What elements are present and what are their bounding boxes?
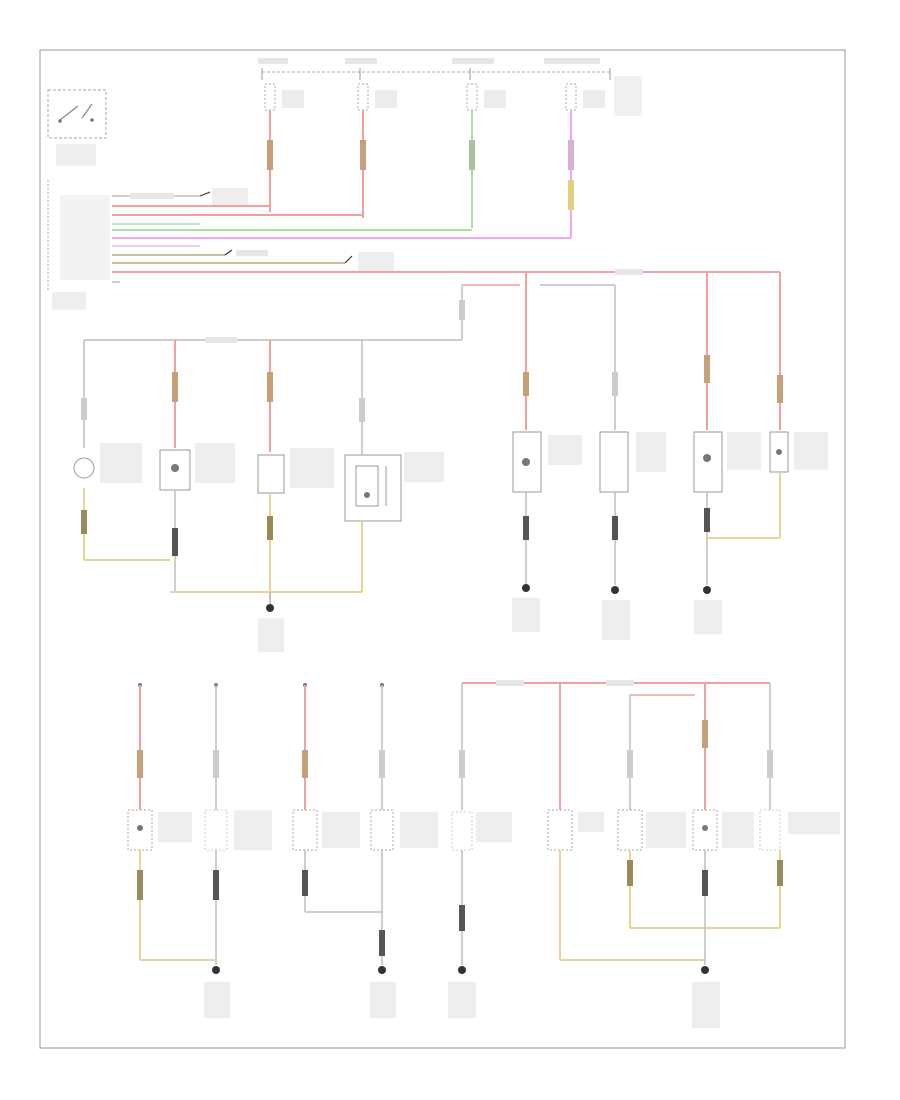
connector-pin-labels — [60, 195, 110, 280]
switch-icon — [59, 103, 93, 121]
lamp-10 — [204, 683, 272, 1018]
arrow-icon — [344, 255, 353, 264]
ground-5 — [212, 966, 220, 974]
bus-label-4 — [544, 58, 600, 64]
bulb-icon — [73, 457, 95, 479]
lamp-box — [257, 454, 285, 494]
lamp-17 — [759, 683, 840, 928]
switch-box — [344, 454, 402, 522]
row1-components — [73, 340, 828, 652]
bulb-icon — [703, 454, 711, 462]
bus-label-1 — [258, 58, 288, 64]
row2-components — [127, 680, 840, 1028]
lamp-box — [547, 809, 573, 851]
fuse-3 — [466, 83, 506, 228]
diagram-frame — [39, 49, 846, 1049]
lamp-2 — [159, 340, 235, 592]
lamp-8 — [707, 375, 828, 539]
bulb-icon — [776, 449, 782, 455]
lamp-6 — [599, 372, 666, 640]
bus-label-2 — [345, 58, 377, 64]
ground-3 — [611, 586, 619, 594]
top-header-bus — [258, 58, 642, 116]
switch-4 — [344, 340, 444, 592]
ground-8 — [701, 966, 709, 974]
lamp-11 — [292, 683, 382, 913]
lamp-16 — [692, 683, 754, 1028]
fuse-1 — [264, 83, 304, 212]
lamp-15 — [617, 694, 780, 929]
lamp-box — [292, 809, 318, 851]
ground-6 — [378, 966, 386, 974]
fuse-block — [264, 83, 605, 238]
ground-4 — [703, 586, 711, 594]
arrow-icon — [224, 249, 233, 256]
bulb-icon — [171, 464, 179, 472]
bulb-icon — [702, 825, 708, 831]
lamp-14 — [547, 683, 705, 961]
lamp-box — [370, 809, 394, 851]
lamp-1 — [73, 340, 170, 561]
module-label — [56, 144, 96, 166]
ground-1 — [266, 604, 274, 612]
bus-label-3 — [452, 58, 494, 64]
arrow-icon — [199, 191, 211, 197]
main-bus — [84, 272, 781, 430]
ground-7 — [458, 966, 466, 974]
fuse-4 — [565, 83, 605, 238]
ground-2 — [522, 584, 530, 592]
lamp-box — [599, 431, 629, 493]
fuse-2 — [357, 83, 397, 218]
lamp-9 — [127, 683, 215, 961]
module-connector-wires — [60, 188, 780, 283]
lamp-5 — [512, 372, 582, 632]
control-module — [47, 89, 107, 310]
ground-bus-1 — [170, 591, 362, 652]
lamp-12 — [370, 683, 438, 1018]
lamp-13 — [448, 680, 770, 1018]
lamp-3 — [257, 340, 334, 600]
lamp-box — [693, 431, 723, 493]
bulb-icon — [137, 825, 143, 831]
module-footer-label — [52, 292, 86, 310]
bus-note — [614, 76, 642, 116]
bulb-icon — [522, 458, 530, 466]
lamp-7 — [693, 355, 761, 634]
